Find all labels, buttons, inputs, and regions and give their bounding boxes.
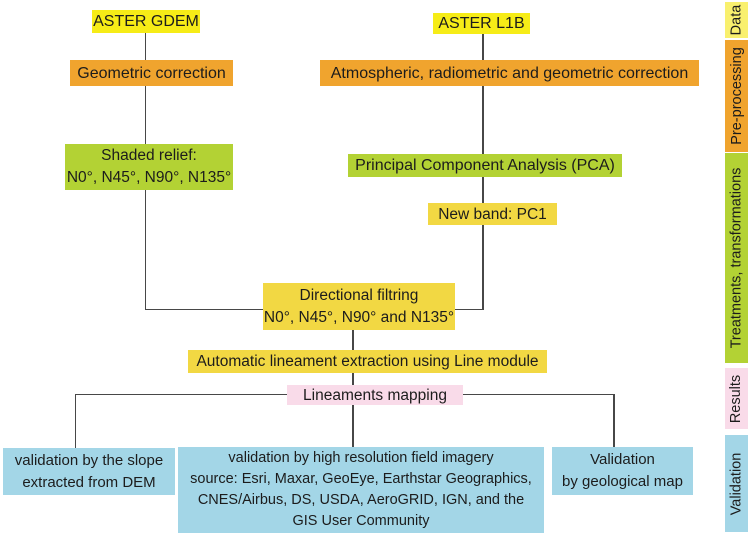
- sidebar-strip-data-label: Data: [728, 4, 745, 36]
- node-validation-imagery: validation by high resolution field imag…: [178, 447, 544, 533]
- connector-newband-down: [482, 225, 484, 310]
- node-atmospheric-correction-label: Atmospheric, radiometric and geometric c…: [330, 64, 689, 82]
- node-lineaments-mapping-label: Lineaments mapping: [303, 386, 447, 404]
- node-shaded-relief-line1: Shaded relief:: [101, 147, 197, 164]
- node-pca: Principal Component Analysis (PCA): [348, 154, 622, 177]
- connector-l1b-to-atmospheric: [482, 34, 484, 60]
- sidebar-strip-validation-label: Validation: [728, 452, 745, 515]
- node-validation-imagery-line2: source: Esri, Maxar, GeoEye, Earthstar G…: [190, 471, 532, 487]
- node-directional-filtering: Directional filtring N0°, N45°, N90° and…: [263, 283, 455, 330]
- connector-lineaments-left-branch: [74, 393, 287, 395]
- node-validation-slope-line1: validation by the slope: [14, 451, 164, 469]
- connector-automatic-to-lineaments: [352, 373, 354, 385]
- sidebar-strip-preprocessing-label: Pre-processing: [728, 47, 745, 145]
- node-validation-slope-line2: extracted from DEM: [22, 473, 156, 491]
- connector-lineaments-right-branch: [463, 393, 614, 395]
- node-validation-geomap-line1: Validation: [590, 451, 655, 468]
- node-aster-gdem: ASTER GDEM: [92, 10, 200, 33]
- sidebar-strip-preprocessing: Pre-processing: [725, 40, 748, 152]
- node-automatic-extraction: Automatic lineament extraction using Lin…: [188, 350, 547, 373]
- node-geometric-correction-label: Geometric correction: [77, 64, 226, 82]
- connector-lineaments-to-imagery-validation: [352, 405, 354, 447]
- node-aster-l1b-label: ASTER L1B: [438, 15, 525, 32]
- connector-down-to-geomap-validation: [613, 393, 615, 447]
- node-new-band-pc1: New band: PC1: [428, 203, 557, 225]
- node-atmospheric-correction: Atmospheric, radiometric and geometric c…: [320, 60, 699, 86]
- sidebar-strip-validation: Validation: [725, 435, 748, 532]
- node-shaded-relief-line2: N0°, N45°, N90°, N135°: [66, 169, 232, 186]
- node-validation-imagery-line4: GIS User Community: [292, 513, 430, 529]
- node-validation-geomap-line2: by geological map: [562, 473, 683, 490]
- connector-left-into-directional: [144, 308, 264, 310]
- sidebar-strip-results-label: Results: [728, 374, 745, 423]
- sidebar-strip-treatments: Treatments, transformations: [725, 153, 748, 363]
- node-lineaments-mapping: Lineaments mapping: [287, 385, 463, 405]
- node-directional-filtering-line1: Directional filtring: [299, 286, 419, 304]
- sidebar-strip-data: Data: [725, 2, 748, 38]
- node-aster-gdem-label: ASTER GDEM: [93, 13, 199, 30]
- node-validation-imagery-line1: validation by high resolution field imag…: [228, 450, 494, 466]
- connector-geometric-to-shaded: [144, 86, 146, 145]
- connector-right-into-directional: [455, 308, 484, 310]
- node-shaded-relief: Shaded relief: N0°, N45°, N90°, N135°: [65, 144, 233, 190]
- node-validation-imagery-line3: CNES/Airbus, DS, USDA, AeroGRID, IGN, an…: [197, 492, 525, 508]
- connector-atmospheric-to-pca: [482, 86, 484, 154]
- connector-shaded-down: [144, 190, 146, 310]
- connector-gdem-to-geometric: [144, 32, 146, 60]
- node-new-band-pc1-label: New band: PC1: [438, 205, 547, 223]
- connector-down-to-slope-validation: [74, 393, 76, 448]
- sidebar-strip-treatments-label: Treatments, transformations: [728, 167, 745, 349]
- sidebar-strip-results: Results: [725, 368, 748, 429]
- node-validation-slope: validation by the slope extracted from D…: [3, 448, 175, 495]
- node-validation-geomap: Validation by geological map: [552, 447, 693, 495]
- node-aster-l1b: ASTER L1B: [433, 13, 530, 34]
- connector-pca-to-newband: [482, 177, 484, 203]
- node-pca-label: Principal Component Analysis (PCA): [355, 157, 615, 174]
- connector-directional-to-automatic: [352, 330, 354, 350]
- node-automatic-extraction-label: Automatic lineament extraction using Lin…: [196, 353, 539, 370]
- node-geometric-correction: Geometric correction: [70, 60, 233, 86]
- node-directional-filtering-line2: N0°, N45°, N90° and N135°: [263, 308, 455, 326]
